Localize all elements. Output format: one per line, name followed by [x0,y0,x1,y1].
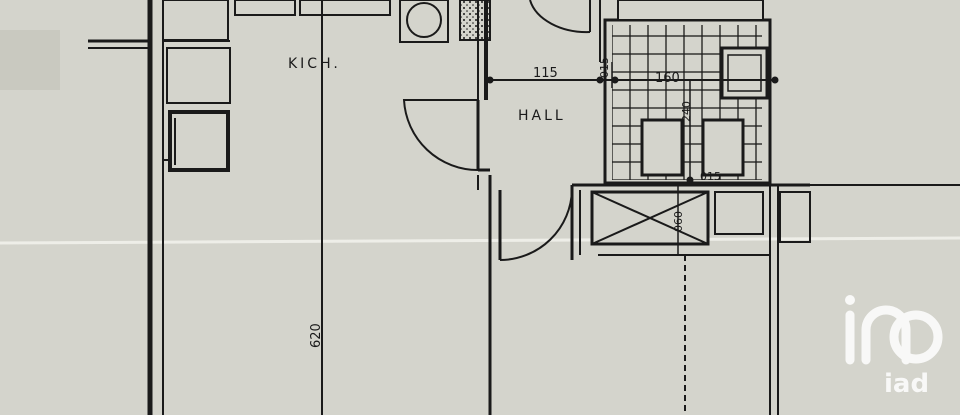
utility-shaft [590,190,710,246]
dimension-060: 060 [672,211,685,232]
hall-door-bottom [498,189,573,261]
hall-door-left [402,99,480,172]
watermark-dot [845,295,855,305]
dimension-line-top [486,62,779,88]
hall-door-top [529,0,601,62]
dimension-015-top: 015 [598,57,611,78]
watermark-text: iad [884,369,929,399]
dimension-015-mid: 015 [700,170,721,183]
paper-fold [0,236,960,245]
hall-walls [477,168,810,415]
bathroom-tub [617,0,764,21]
bathroom-cabinets [640,118,745,177]
right-wall-block [714,184,960,243]
room-label-hall: HALL [518,108,566,124]
dimension-240: 240 [680,101,693,122]
room-label-kitchen: KICH. [288,56,341,72]
dimension-line-vertical [677,80,694,255]
watermark-logo [845,305,943,365]
kitchen-counters [162,0,491,104]
dimension-620: 620 [309,323,324,348]
dimension-160: 160 [655,71,680,86]
bathroom-sink [720,46,769,100]
paper-stain [0,30,60,90]
dimension-115: 115 [533,66,558,81]
refrigerator [163,110,230,172]
